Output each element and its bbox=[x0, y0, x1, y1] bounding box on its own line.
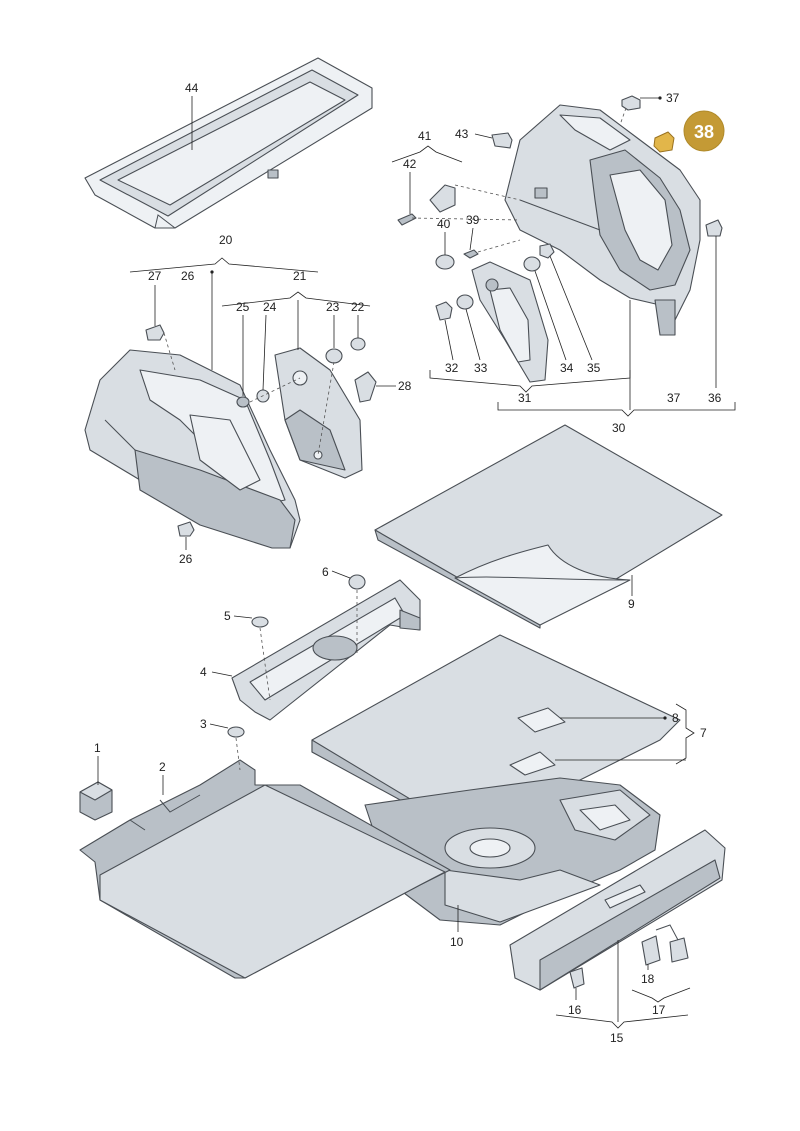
label-37-top: 37 bbox=[666, 91, 680, 105]
leader-lines bbox=[97, 96, 736, 1029]
label-18: 18 bbox=[641, 972, 655, 986]
part-labels: 44 43 41 42 37 40 39 20 27 26 21 25 24 2… bbox=[94, 81, 722, 1045]
part-10-wheel-well bbox=[364, 777, 661, 926]
highlight-badge-38[interactable]: 38 bbox=[683, 110, 725, 152]
label-39: 39 bbox=[466, 213, 480, 227]
label-3: 3 bbox=[200, 717, 207, 731]
label-17: 17 bbox=[652, 1003, 666, 1017]
label-41: 41 bbox=[418, 129, 432, 143]
label-8: 8 bbox=[672, 711, 679, 725]
part-30-right-trim bbox=[504, 104, 701, 336]
label-40: 40 bbox=[437, 217, 451, 231]
label-26-bottom: 26 bbox=[179, 552, 193, 566]
label-10: 10 bbox=[450, 935, 464, 949]
label-42: 42 bbox=[403, 157, 417, 171]
fasteners bbox=[145, 95, 723, 989]
label-21: 21 bbox=[293, 269, 307, 283]
label-2: 2 bbox=[159, 760, 166, 774]
label-6: 6 bbox=[322, 565, 329, 579]
label-36: 36 bbox=[708, 391, 722, 405]
badge-38-number: 38 bbox=[694, 122, 714, 142]
part-15-sill-trim bbox=[509, 829, 726, 991]
label-27: 27 bbox=[148, 269, 162, 283]
part-2-floor-trim bbox=[79, 759, 451, 979]
label-16: 16 bbox=[568, 1003, 582, 1017]
label-25: 25 bbox=[236, 300, 250, 314]
part-1-block bbox=[79, 781, 113, 821]
part-4-cross-trim bbox=[231, 579, 421, 721]
part-44-shelf bbox=[84, 57, 373, 229]
label-1: 1 bbox=[94, 741, 101, 755]
label-37-bottom: 37 bbox=[667, 391, 681, 405]
label-9: 9 bbox=[628, 597, 635, 611]
label-4: 4 bbox=[200, 665, 207, 679]
label-15: 15 bbox=[610, 1031, 624, 1045]
part-21-inner-panel bbox=[274, 347, 363, 479]
label-34: 34 bbox=[560, 361, 574, 375]
label-32: 32 bbox=[445, 361, 459, 375]
label-23: 23 bbox=[326, 300, 340, 314]
label-44: 44 bbox=[185, 81, 199, 95]
label-35: 35 bbox=[587, 361, 601, 375]
label-22: 22 bbox=[351, 300, 365, 314]
label-33: 33 bbox=[474, 361, 488, 375]
part-31-bracket bbox=[471, 261, 549, 383]
part-9-floor-mat bbox=[374, 424, 723, 629]
label-28: 28 bbox=[398, 379, 412, 393]
guide-lines bbox=[163, 107, 627, 771]
label-7: 7 bbox=[700, 726, 707, 740]
label-24: 24 bbox=[263, 300, 277, 314]
label-31: 31 bbox=[518, 391, 532, 405]
label-43: 43 bbox=[455, 127, 469, 141]
label-26-top: 26 bbox=[181, 269, 195, 283]
label-20: 20 bbox=[219, 233, 233, 247]
label-30: 30 bbox=[612, 421, 626, 435]
label-5: 5 bbox=[224, 609, 231, 623]
part-20-left-trim bbox=[84, 349, 301, 549]
